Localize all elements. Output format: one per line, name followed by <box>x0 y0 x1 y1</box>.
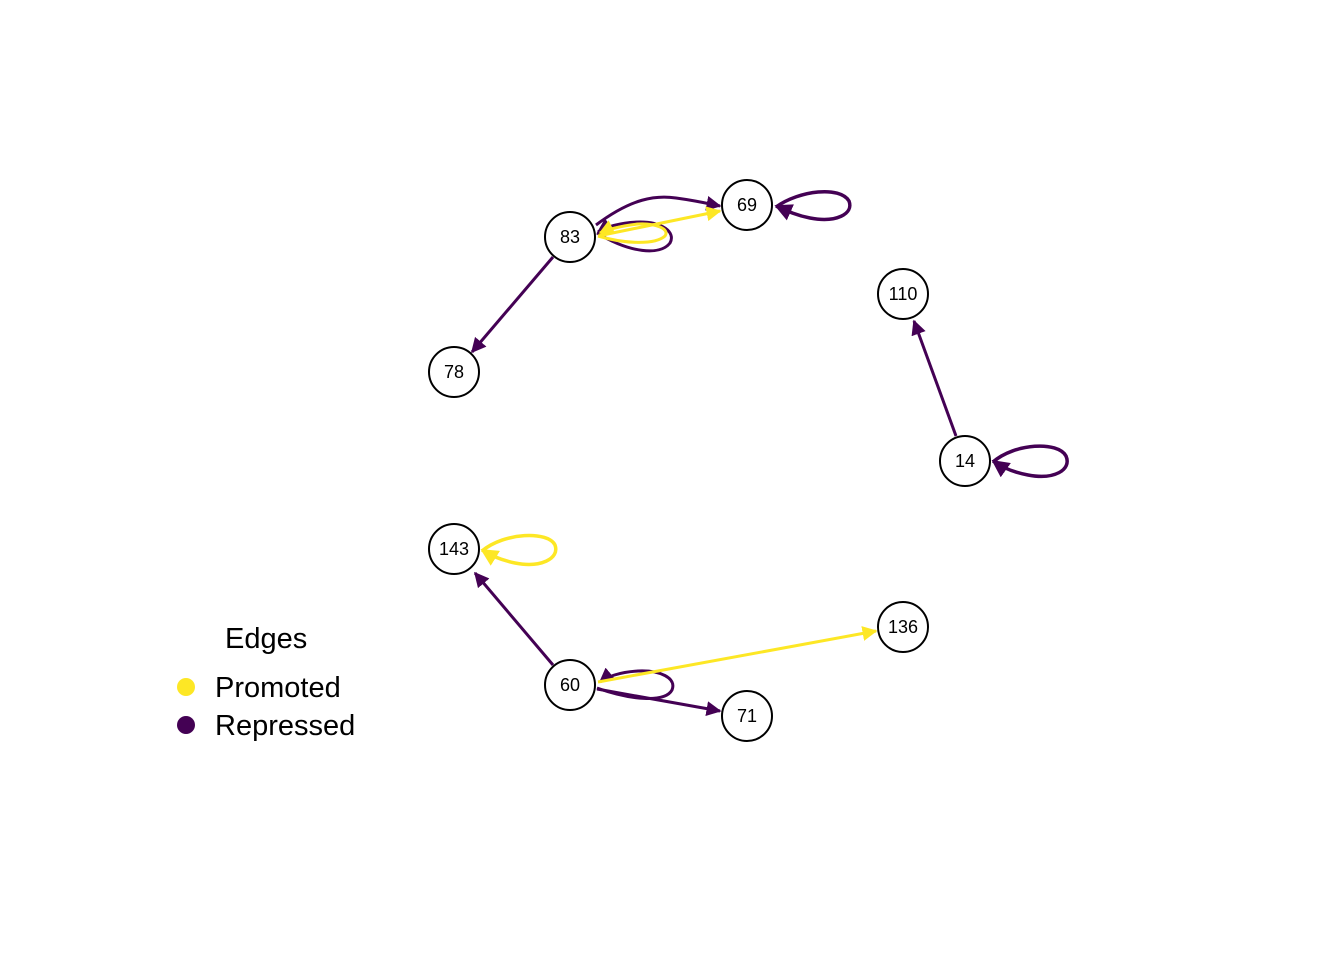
edge-143-self-promoted <box>480 533 558 567</box>
node-71[interactable]: 71 <box>721 690 773 742</box>
node-83[interactable]: 83 <box>544 211 596 263</box>
node-label: 83 <box>560 227 580 247</box>
edge-83-to-69-repressed <box>595 195 722 227</box>
node-label: 69 <box>737 195 757 215</box>
node-110[interactable]: 110 <box>877 268 929 320</box>
edge-60-self-repressed <box>596 667 675 700</box>
node-label: 143 <box>439 539 469 559</box>
edge-69-self-repressed <box>774 189 852 222</box>
node-label: 60 <box>560 675 580 695</box>
node-60[interactable]: 60 <box>544 659 596 711</box>
edge-83-self-repressed <box>596 218 673 253</box>
edge-14-to-110-repressed <box>911 319 958 437</box>
edge-83-self-promoted <box>597 220 668 244</box>
node-label: 136 <box>888 617 918 637</box>
legend-title: Edges <box>225 623 307 655</box>
node-label: 14 <box>955 451 975 471</box>
edge-83-to-78-repressed <box>470 256 555 354</box>
node-label: 78 <box>444 362 464 382</box>
legend-label-promoted: Promoted <box>215 672 341 704</box>
node-78[interactable]: 78 <box>428 346 480 398</box>
legend-label-repressed: Repressed <box>215 710 355 742</box>
edges-layer <box>470 189 1069 717</box>
legend-item-promoted: Promoted <box>177 672 341 704</box>
node-label: 71 <box>737 706 757 726</box>
legend-item-repressed: Repressed <box>177 710 355 742</box>
node-143[interactable]: 143 <box>428 523 480 575</box>
node-136[interactable]: 136 <box>877 601 929 653</box>
promoted-swatch-icon <box>177 678 195 696</box>
repressed-swatch-icon <box>177 716 195 734</box>
node-14[interactable]: 14 <box>939 435 991 487</box>
node-69[interactable]: 69 <box>721 179 773 231</box>
edge-60-to-143-repressed <box>473 571 555 666</box>
node-label: 110 <box>889 284 918 304</box>
edge-60-to-136-promoted <box>597 626 878 684</box>
nodes-layer: 83 69 78 110 14 143 136 60 <box>428 179 991 742</box>
legend: Edges Promoted Repressed <box>177 623 355 742</box>
edge-14-self-repressed <box>991 444 1069 478</box>
edge-83-to-69-promoted <box>597 206 722 238</box>
